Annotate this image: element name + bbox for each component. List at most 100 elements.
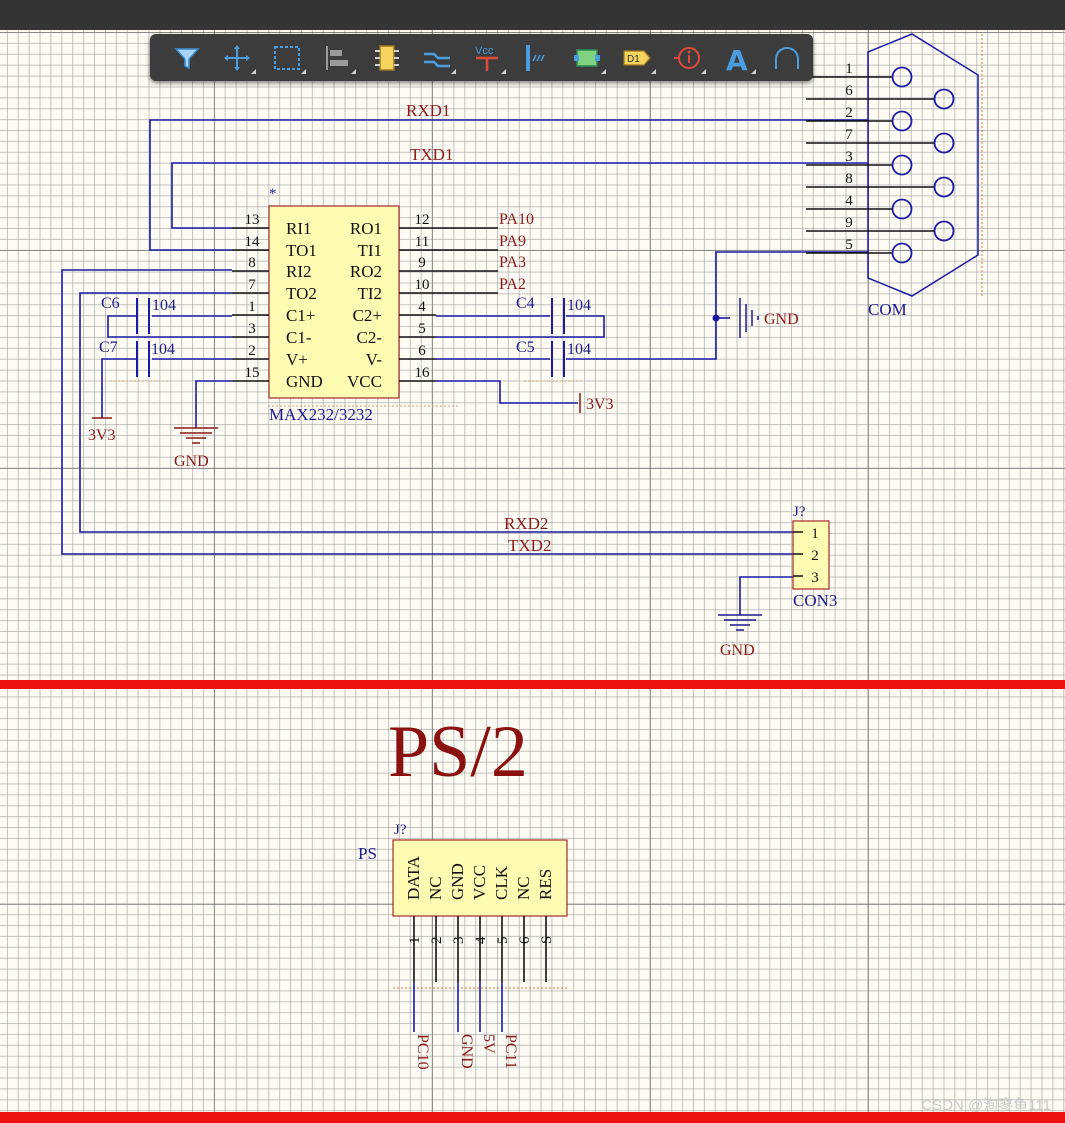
com-pin-number: 5 xyxy=(845,237,853,253)
title-bar xyxy=(0,0,1065,30)
com-pin-socket xyxy=(933,88,955,110)
com-pin-socket xyxy=(891,154,913,176)
place-sheet-symbol-button[interactable] xyxy=(562,38,612,78)
ic-pin-label: TI1 xyxy=(357,241,382,260)
ic-marker: * xyxy=(269,186,277,202)
ic-pin-label: GND xyxy=(286,372,323,391)
section-divider xyxy=(0,1112,1065,1123)
ic-pin-label: VCC xyxy=(347,372,382,391)
ic-pin-label: V+ xyxy=(286,350,308,369)
net-label: PA3 xyxy=(499,254,526,271)
gnd-label: GND xyxy=(174,453,209,470)
ic-pin-number: 14 xyxy=(245,234,261,250)
com-pin-socket xyxy=(933,176,955,198)
place-arc-button[interactable] xyxy=(762,38,812,78)
net-label: PA10 xyxy=(499,211,534,228)
gnd-label-con3: GND xyxy=(720,642,755,659)
move-button[interactable] xyxy=(212,38,262,78)
ps2-pin-number: 1 xyxy=(407,937,423,945)
ic-pin-label: RO1 xyxy=(350,219,382,238)
place-directive-button[interactable] xyxy=(662,38,712,78)
ic-pin-label: C2- xyxy=(357,328,383,347)
ic-pin-number: 12 xyxy=(415,212,430,228)
ps2-pin-label: RES xyxy=(536,869,555,900)
ps2-pin-number: 6 xyxy=(517,936,533,944)
ps2-pin-label: NC xyxy=(514,876,533,900)
ic-pin-label: TO1 xyxy=(286,241,317,260)
ic-pin-label: TI2 xyxy=(357,284,382,303)
com-pin-number: 1 xyxy=(845,61,853,77)
ic-pin-label: C2+ xyxy=(353,306,382,325)
svg-text:D1: D1 xyxy=(627,54,640,65)
con3-pin-number: 3 xyxy=(811,570,819,586)
com-label: COM xyxy=(868,300,907,319)
ps2-pin-number: S xyxy=(539,936,555,944)
cap-c5-ref: C5 xyxy=(516,339,535,356)
schematic-toolbar: Vcc D1 A xyxy=(150,34,813,81)
ps2-pin-label: DATA xyxy=(404,855,423,900)
ic-pin-number: 2 xyxy=(248,343,256,359)
place-text-button[interactable]: A xyxy=(712,38,762,78)
wires xyxy=(61,119,868,615)
ic-pin-number: 13 xyxy=(245,212,260,228)
ic-pin-number: 4 xyxy=(418,299,426,315)
con3-name: CON3 xyxy=(793,591,837,610)
place-power-button[interactable]: Vcc xyxy=(462,38,512,78)
cap-c7-value: 104 xyxy=(151,341,175,358)
com-pin-number: 9 xyxy=(845,215,853,231)
net-label-rxd1: RXD1 xyxy=(406,101,450,120)
directive-icon xyxy=(674,46,700,69)
place-port-button[interactable]: D1 xyxy=(612,38,662,78)
place-component-button[interactable] xyxy=(362,38,412,78)
text-icon: A xyxy=(726,44,748,73)
ps2-pin-number: 3 xyxy=(451,937,467,945)
arc-icon xyxy=(775,46,799,69)
gnd-symbol xyxy=(718,614,762,631)
cap-c5-value: 104 xyxy=(567,341,591,358)
ps2-connector[interactable] xyxy=(392,839,568,917)
ic-pin-number: 11 xyxy=(415,234,429,250)
ic-pin-label: C1+ xyxy=(286,306,315,325)
align-button[interactable] xyxy=(312,38,362,78)
max232-ic[interactable]: * MAX232/3232 xyxy=(268,186,400,424)
ic-pin-number: 10 xyxy=(415,277,430,293)
com-pin-socket xyxy=(891,242,913,264)
com-db9-connector[interactable] xyxy=(867,33,983,297)
select-area-button[interactable] xyxy=(262,38,312,78)
bus-entry-icon xyxy=(526,44,545,71)
filter-button[interactable] xyxy=(162,38,212,78)
svg-text:Vcc: Vcc xyxy=(475,45,494,57)
com-pin-number: 3 xyxy=(845,149,853,165)
place-wire-button[interactable] xyxy=(412,38,462,78)
com-pin-number: 7 xyxy=(845,127,853,143)
ps2-net-label: 5V xyxy=(480,1034,497,1054)
ps2-title: PS/2 xyxy=(388,711,528,793)
ic-pin-label: C1- xyxy=(286,328,312,347)
ic-pin-label: V- xyxy=(366,350,383,369)
ic-pin-label: RI1 xyxy=(286,219,312,238)
com-pin-number: 4 xyxy=(845,193,853,209)
ic-pin-number: 15 xyxy=(245,365,260,381)
ic-pin-number: 8 xyxy=(248,255,256,271)
ic-pin-label: RO2 xyxy=(350,262,382,281)
com-pin-socket xyxy=(933,220,955,242)
ic-pin-label: RI2 xyxy=(286,262,312,281)
place-bus-entry-button[interactable] xyxy=(512,38,562,78)
gnd-symbol xyxy=(174,427,218,444)
ps2-ref: J? xyxy=(394,822,407,838)
ps2-net-label: PC10 xyxy=(414,1034,431,1070)
vcc-power-icon: Vcc xyxy=(475,45,498,71)
net-label: PA9 xyxy=(499,233,526,250)
com-pin-socket xyxy=(933,132,955,154)
schematic-sheet[interactable] xyxy=(0,30,1065,1123)
con3-ref: J? xyxy=(793,504,806,520)
move-icon xyxy=(224,44,250,71)
cap-c7-ref: C7 xyxy=(99,339,118,356)
ps2-pin-label: CLK xyxy=(492,865,511,900)
filter-icon xyxy=(174,47,200,69)
ic-pin-number: 6 xyxy=(418,343,426,359)
